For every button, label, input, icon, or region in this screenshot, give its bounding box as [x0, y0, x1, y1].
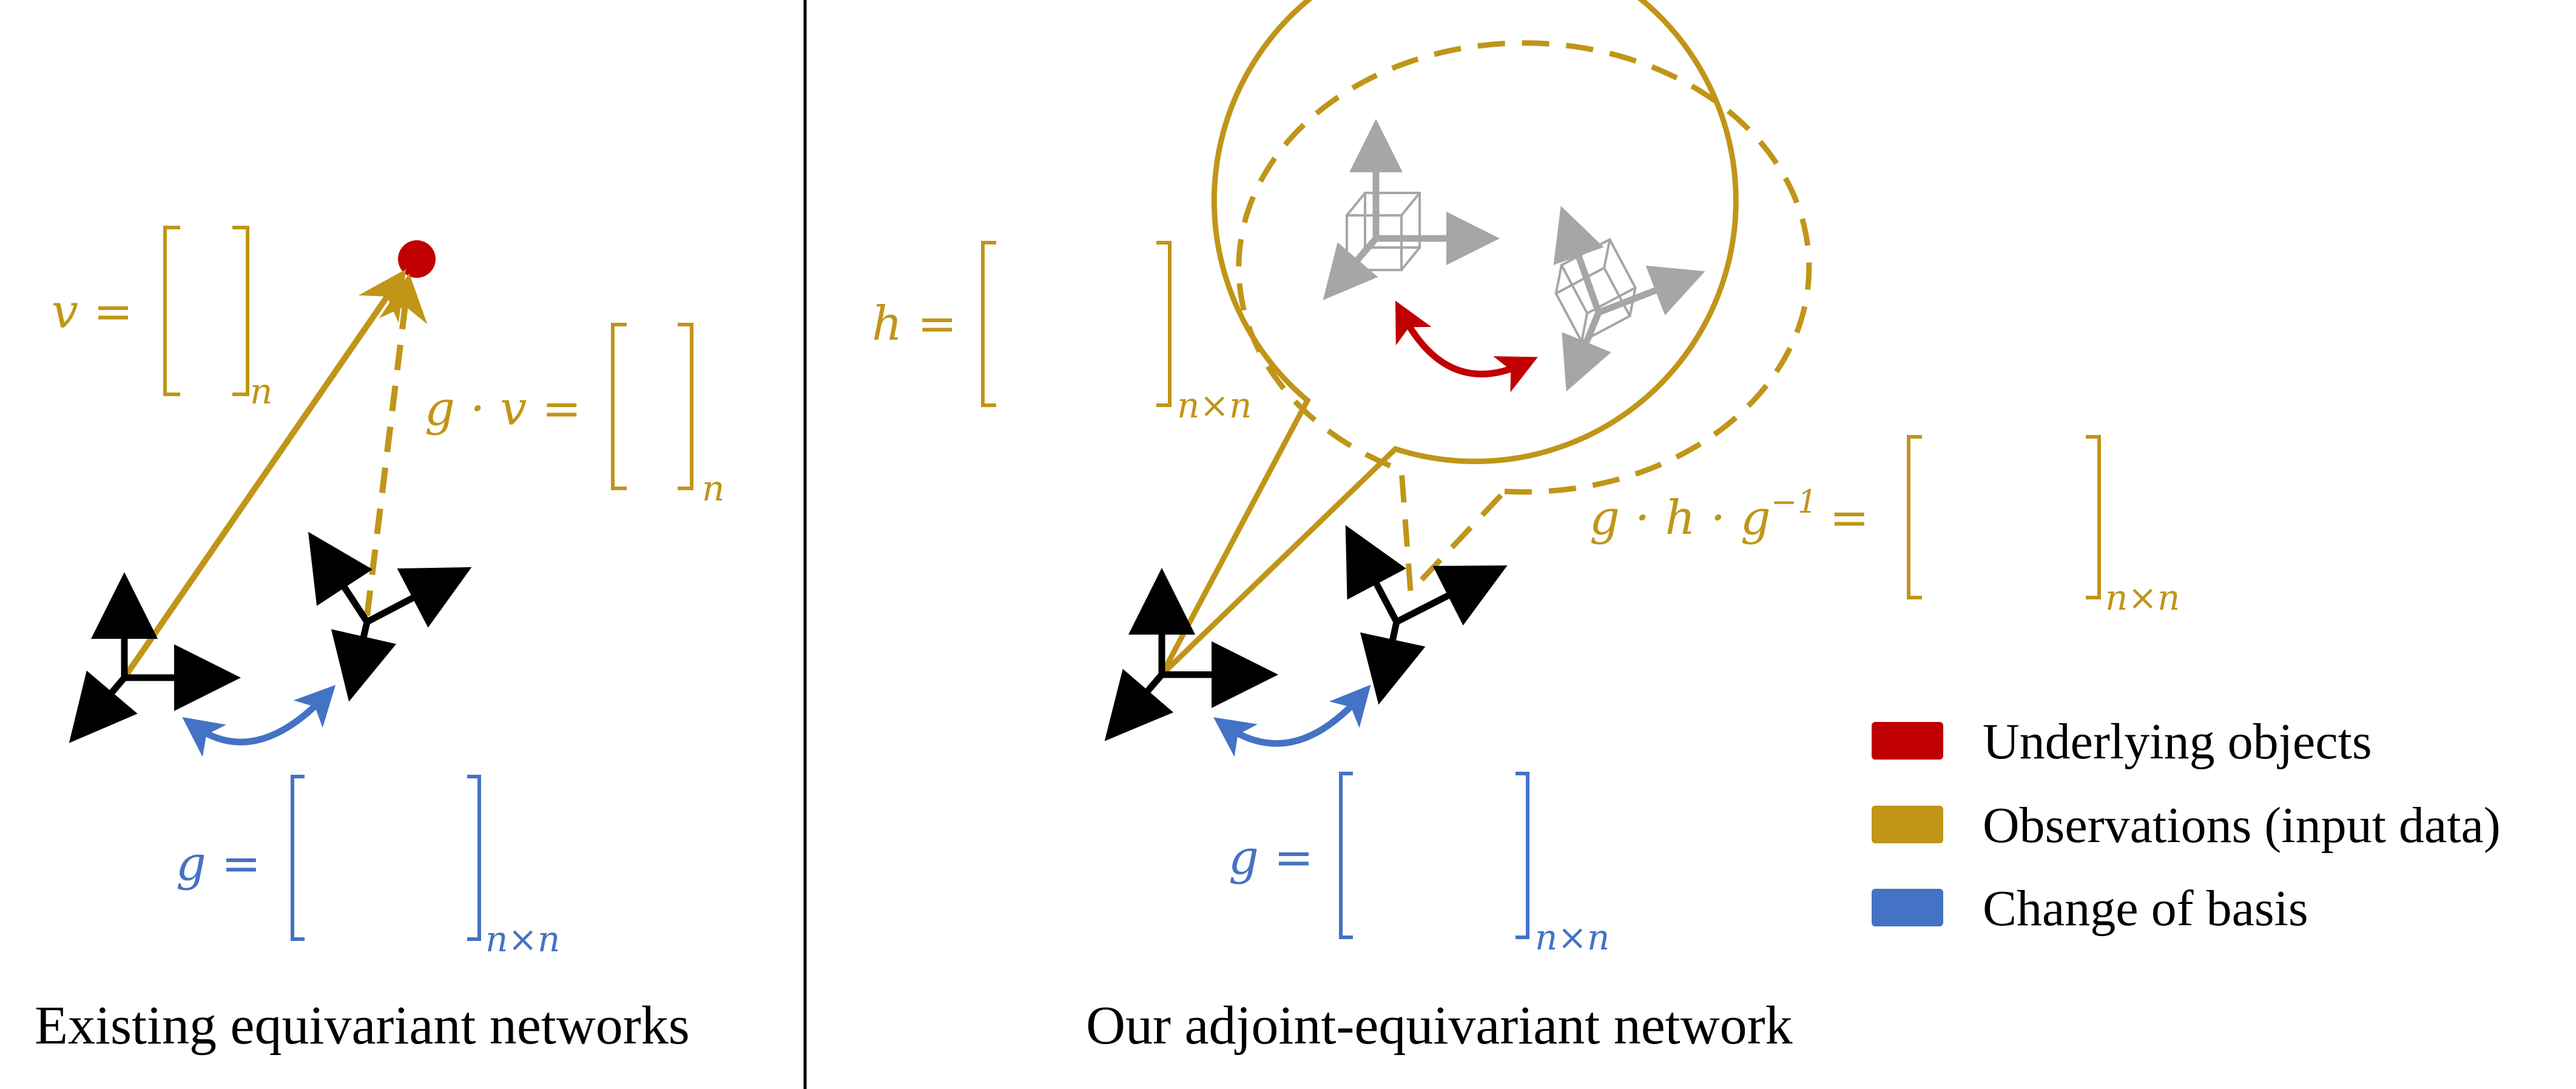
coordinate-frame-original — [69, 572, 241, 743]
inner-frame-original — [1323, 119, 1500, 300]
legend-item-change-of-basis: Change of basis — [1872, 880, 2308, 937]
g-bracket-left-r — [467, 775, 481, 941]
left-panel: v = n g · v = n g = n×n — [35, 226, 724, 1056]
g-lhs-left: g = — [176, 837, 261, 891]
change-of-basis-arrow-right — [1213, 684, 1371, 757]
v-bracket-right — [232, 226, 249, 396]
coordinate-frame-transformed-right — [1345, 525, 1508, 705]
coordinate-frame-transformed — [308, 531, 472, 702]
left-caption: Existing equivariant networks — [35, 996, 690, 1056]
g-subscript-left: n×n — [485, 919, 560, 960]
gv-subscript: n — [702, 468, 724, 509]
adjoint-action-arrow — [1395, 300, 1538, 393]
legend-label-observations: Observations (input data) — [1983, 797, 2501, 854]
g-lhs-right: g = — [1229, 831, 1313, 885]
gv-lhs: g · v = — [425, 382, 582, 436]
g-subscript-right: n×n — [1535, 917, 1610, 958]
v-lhs: v = — [52, 285, 133, 339]
gv-bracket-right — [678, 323, 693, 490]
g-bracket-right-l — [1339, 772, 1353, 939]
legend-swatch-observations — [1872, 806, 1943, 843]
g-bracket-left-l — [291, 775, 305, 941]
legend-swatch-underlying — [1872, 722, 1943, 760]
observation-bubble-solid — [1159, 0, 1739, 677]
legend-item-observations: Observations (input data) — [1872, 797, 2501, 854]
ghg-lhs: g · h · g−1= — [1590, 484, 1869, 545]
ghg-subscript: n×n — [2105, 577, 2180, 618]
inner-frame-transformed — [1553, 206, 1705, 392]
h-subscript: n×n — [1177, 385, 1252, 426]
inner-cube-original — [1346, 192, 1421, 271]
legend-item-underlying: Underlying objects — [1872, 713, 2372, 770]
change-of-basis-arrow — [182, 685, 336, 757]
legend-swatch-change-of-basis — [1872, 889, 1943, 926]
legend: Underlying objects Observations (input d… — [1872, 713, 2501, 937]
legend-label-change-of-basis: Change of basis — [1983, 880, 2308, 937]
g-bracket-right-r — [1516, 772, 1529, 939]
h-bracket-right — [1156, 241, 1172, 407]
h-bracket-left — [981, 241, 996, 407]
gv-bracket-left — [611, 323, 627, 490]
coordinate-frame-original-right — [1104, 568, 1278, 741]
legend-label-underlying: Underlying objects — [1983, 713, 2372, 770]
underlying-object-point — [398, 240, 436, 278]
v-subscript: n — [250, 371, 272, 412]
observation-arrow-solid — [121, 269, 406, 679]
observation-bubble-dashed — [1236, 40, 1812, 598]
right-caption: Our adjoint-equivariant network — [1086, 996, 1793, 1056]
ghg-bracket-left — [1907, 435, 1922, 599]
v-bracket-left — [163, 226, 180, 396]
h-lhs: h = — [872, 297, 957, 351]
ghg-bracket-right — [2086, 435, 2101, 599]
right-panel: h = n×n — [872, 0, 2180, 1056]
observation-arrow-dashed — [364, 273, 428, 616]
